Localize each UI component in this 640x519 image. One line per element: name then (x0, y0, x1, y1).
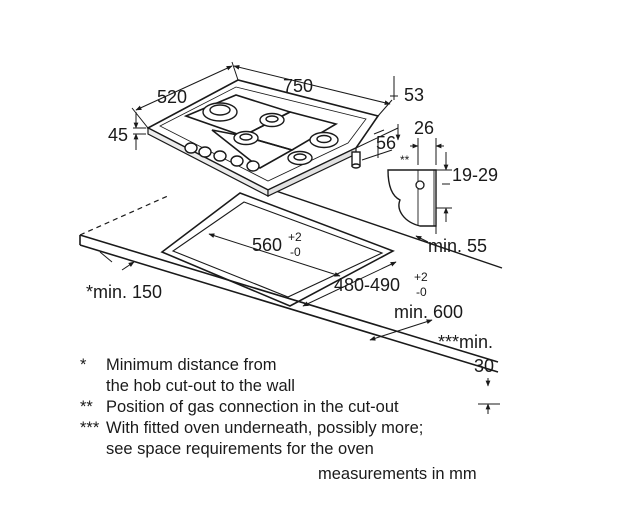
label-worktop-depth: min. 600 (394, 302, 463, 322)
burner-right (309, 131, 339, 149)
footnote-text: Minimum distance from the hob cut-out to… (106, 356, 295, 395)
worktop-section (387, 138, 452, 243)
label-height: 45 (108, 125, 128, 145)
label-bracket-width: 26 (414, 118, 434, 138)
gas-connector (351, 151, 361, 169)
units-label: measurements in mm (318, 465, 477, 483)
footnote-text: Position of gas connection in the cut-ou… (106, 398, 399, 416)
footnote: * Minimum distance from the hob cut-out … (80, 355, 550, 397)
label-gas-offset: 56 (376, 133, 396, 153)
label-depth: 520 (157, 87, 187, 107)
label-edge-right: 53 (404, 85, 424, 105)
footnote: *** With fitted oven underneath, possibl… (80, 418, 550, 460)
label-bracket-marker: ** (400, 153, 410, 167)
cutout (160, 192, 397, 307)
label-cutout-depth: 480-490 (334, 275, 400, 295)
label-cutout-width-tol-plus: +2 (288, 230, 302, 244)
burner-front-left (233, 130, 259, 146)
footnote-mark: *** (80, 419, 100, 437)
label-worktop-thickness: 19-29 (452, 165, 498, 185)
worktop (79, 177, 503, 373)
label-cutout-depth-tol-minus: -0 (416, 285, 427, 299)
footnote-text: With fitted oven underneath, possibly mo… (106, 419, 424, 458)
label-edge-clearance: min. 55 (428, 236, 487, 256)
burner-rear (259, 112, 285, 128)
label-cutout-width: 560 (252, 235, 282, 255)
burner-wok (202, 102, 238, 122)
label-width: 750 (283, 76, 313, 96)
burner-front-right (287, 150, 313, 166)
gas-connection-point (415, 180, 425, 190)
footnote-mark: * (80, 356, 87, 374)
hob-dimension-lines (131, 61, 401, 161)
label-cutout-depth-tol-plus: +2 (414, 270, 428, 284)
label-cutout-width-tol-minus: -0 (290, 245, 301, 259)
control-knobs (184, 142, 260, 172)
footnotes: * Minimum distance from the hob cut-out … (80, 355, 550, 460)
dimension-labels: 520 750 53 45 56 26 ** 19-29 min. 55 560… (86, 76, 498, 376)
footnote: ** Position of gas connection in the cut… (80, 397, 550, 418)
clearance-dimension-lines (99, 251, 500, 414)
label-wall-distance: *min. 150 (86, 282, 162, 302)
label-oven-clearance: ***min. (438, 332, 493, 352)
footnote-mark: ** (80, 398, 93, 416)
label-oven-clearance-value: 30 (474, 356, 494, 376)
